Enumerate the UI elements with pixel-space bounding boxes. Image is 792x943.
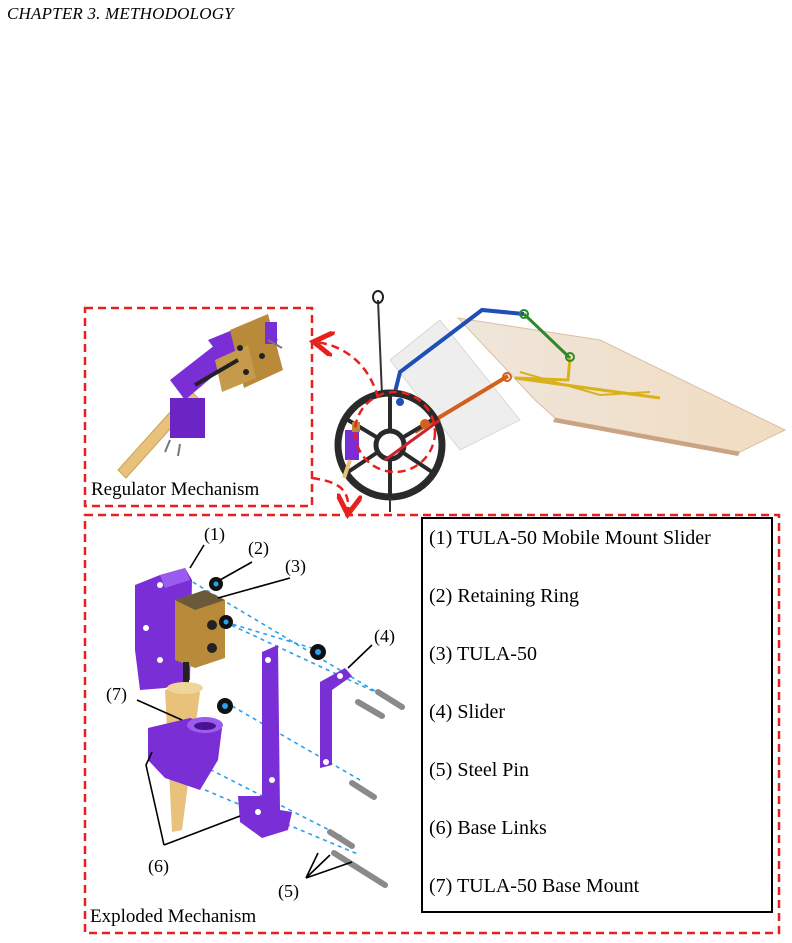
legend-item: (4) Slider bbox=[429, 701, 506, 723]
legend-item: (6) Base Links bbox=[429, 817, 547, 839]
callout-leaders bbox=[136, 544, 373, 879]
exploded-parts-illustration bbox=[135, 568, 405, 888]
callout-1: (1) bbox=[204, 524, 225, 544]
regulator-frame bbox=[83, 306, 314, 508]
regulator-mechanism-label: Regulator Mechanism bbox=[91, 479, 260, 500]
callout-4: (4) bbox=[374, 626, 395, 646]
callout-2: (2) bbox=[248, 538, 269, 558]
callout-7: (7) bbox=[106, 684, 127, 704]
parts-legend: (1) TULA-50 Mobile Mount Slider (2) Reta… bbox=[421, 517, 773, 913]
exploded-mechanism-label: Exploded Mechanism bbox=[90, 906, 257, 927]
legend-item: (7) TULA-50 Base Mount bbox=[429, 875, 640, 897]
legend-item: (2) Retaining Ring bbox=[429, 585, 579, 607]
running-header: CHAPTER 3. METHODOLOGY bbox=[7, 4, 234, 23]
wing-assembly-illustration bbox=[334, 290, 787, 512]
exploded-frame bbox=[83, 513, 781, 935]
callout-3: (3) bbox=[285, 556, 306, 576]
callout-5: (5) bbox=[278, 881, 299, 901]
callout-6: (6) bbox=[148, 856, 169, 876]
legend-item: (3) TULA-50 bbox=[429, 643, 537, 665]
legend-item: (5) Steel Pin bbox=[429, 759, 529, 781]
legend-item: (1) TULA-50 Mobile Mount Slider bbox=[429, 527, 711, 549]
regulator-illustration bbox=[117, 314, 283, 479]
